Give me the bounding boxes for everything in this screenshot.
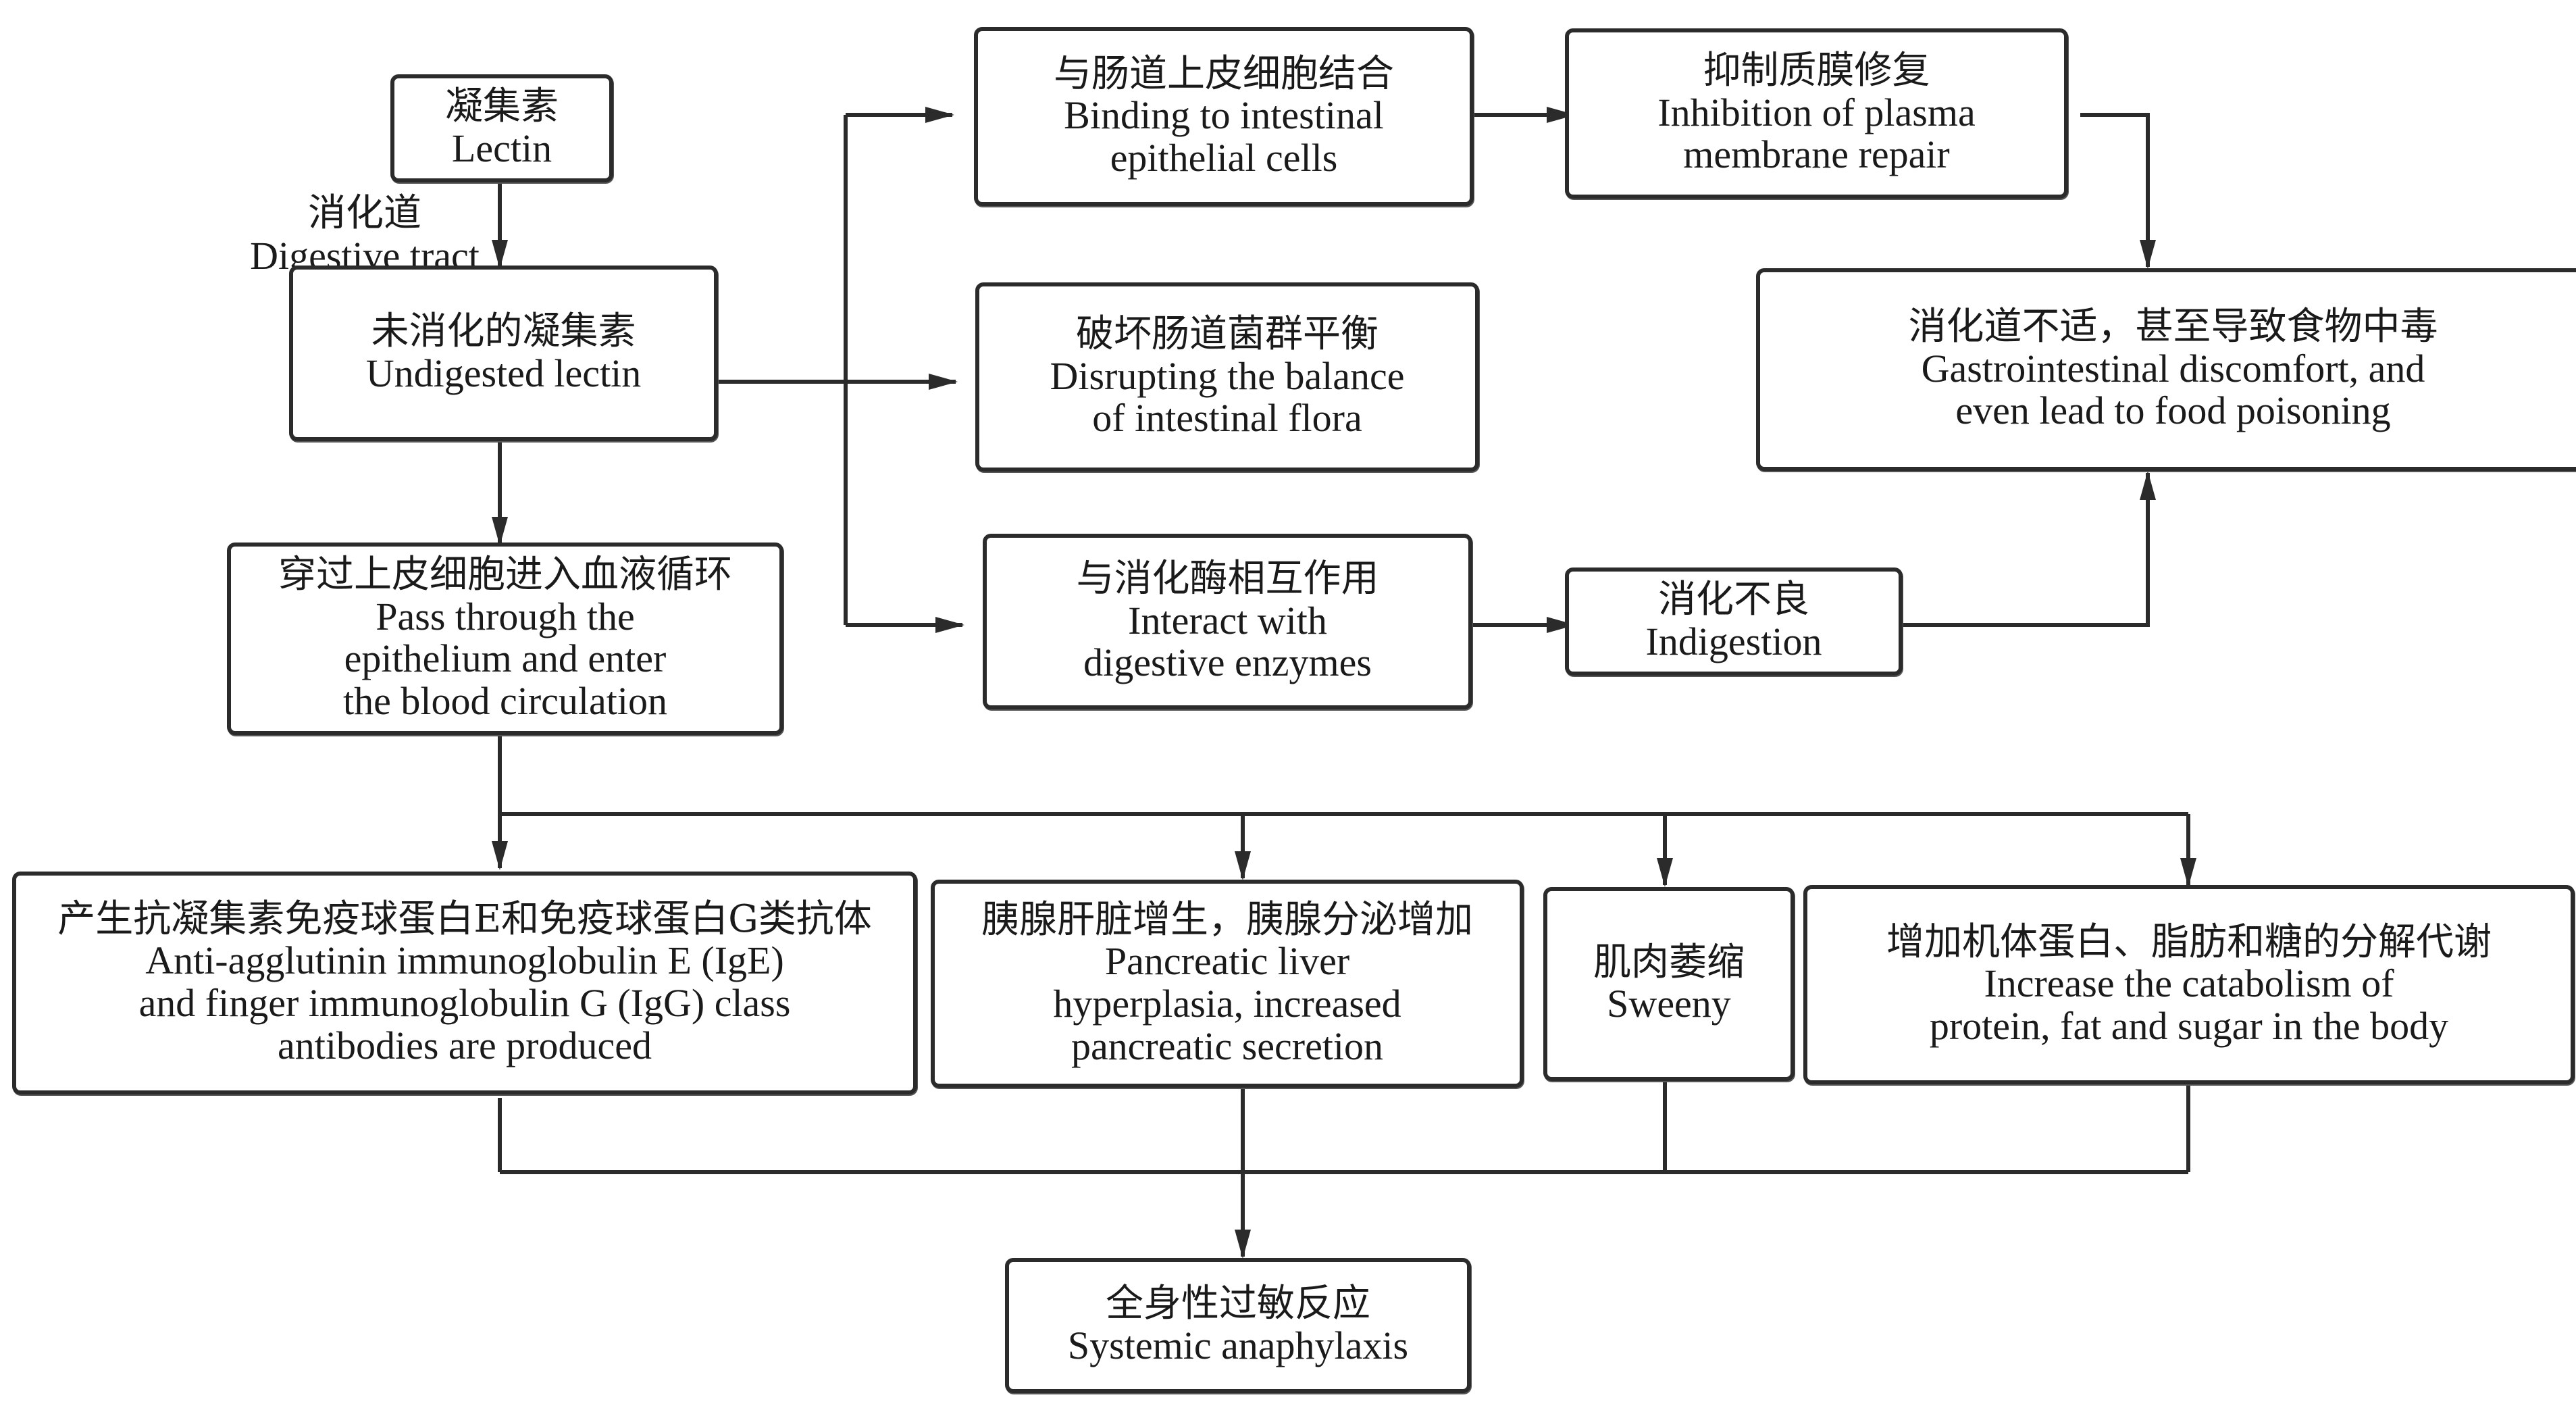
node-indigestion-en: Indigestion xyxy=(1645,619,1822,663)
node-flora: 破坏肠道菌群平衡 Disrupting the balance of intes… xyxy=(975,282,1479,472)
node-anaphylaxis-zh: 全身性过敏反应 xyxy=(1106,1282,1370,1326)
node-bloodstream-zh: 穿过上皮细胞进入血液循环 xyxy=(278,553,732,597)
node-binding: 与肠道上皮细胞结合 Binding to intestinal epitheli… xyxy=(974,27,1474,206)
node-enzymes-en: Interact with digestive enzymes xyxy=(1083,598,1372,685)
node-lectin: 凝集素 Lectin xyxy=(390,74,613,182)
edge-label-digestive-tract: 消化道 Digestive tract xyxy=(230,193,500,277)
node-anaphylaxis-en: Systemic anaphylaxis xyxy=(1067,1323,1409,1367)
node-undigested-zh: 未消化的凝集素 xyxy=(371,309,636,354)
node-pancreas-en: Pancreatic liver hyperplasia, increased … xyxy=(1053,939,1401,1068)
arrowheads xyxy=(492,107,2196,1259)
node-indigestion-zh: 消化不良 xyxy=(1658,578,1809,622)
node-membrane-en: Inhibition of plasma membrane repair xyxy=(1657,90,1976,177)
node-antibodies: 产生抗凝集素免疫球蛋白E和免疫球蛋白G类抗体 Anti-agglutinin i… xyxy=(12,872,917,1094)
arrowhead-membrane xyxy=(1547,107,1576,123)
arrowhead-bloodstream xyxy=(492,517,508,546)
arrowhead-sweeny xyxy=(1657,858,1673,887)
node-flora-en: Disrupting the balance of intestinal flo… xyxy=(1050,353,1405,440)
node-catabolism-en: Increase the catabolism of protein, fat … xyxy=(1929,961,2449,1048)
node-sweeny: 肌肉萎缩 Sweeny xyxy=(1543,887,1795,1081)
edge-label-zh: 消化道 xyxy=(308,191,421,235)
node-undigested-lectin: 未消化的凝集素 Undigested lectin xyxy=(289,266,718,441)
node-gi-discomfort: 消化道不适，甚至导致食物中毒 Gastrointestinal discomfo… xyxy=(1756,268,2576,471)
node-undigested-en: Undigested lectin xyxy=(365,351,642,395)
node-catabolism-zh: 增加机体蛋白、脂肪和糖的分解代谢 xyxy=(1886,919,2492,964)
arrowhead-pancreas xyxy=(1235,851,1251,880)
node-lectin-en: Lectin xyxy=(451,126,552,170)
arrowhead-indigestion xyxy=(1547,617,1576,633)
arrowhead-catabolism xyxy=(2180,858,2196,887)
arrowhead-flora xyxy=(929,374,958,390)
node-catabolism: 增加机体蛋白、脂肪和糖的分解代谢 Increase the catabolism… xyxy=(1803,885,2575,1084)
arrowhead-anaphylaxis xyxy=(1235,1230,1251,1259)
node-antibodies-en: Anti-agglutinin immunoglobulin E (IgE) a… xyxy=(138,938,791,1067)
node-pancreas: 胰腺肝脏增生，胰腺分泌增加 Pancreatic liver hyperplas… xyxy=(931,880,1524,1088)
node-enzymes-zh: 与消化酶相互作用 xyxy=(1076,557,1379,601)
arrowhead-gi-top xyxy=(2140,240,2156,269)
node-binding-zh: 与肠道上皮细胞结合 xyxy=(1054,51,1394,96)
node-binding-en: Binding to intestinal epithelial cells xyxy=(1064,93,1384,180)
node-enzymes: 与消化酶相互作用 Interact with digestive enzymes xyxy=(983,534,1472,709)
node-anaphylaxis: 全身性过敏反应 Systemic anaphylaxis xyxy=(1005,1258,1471,1393)
node-sweeny-zh: 肌肉萎缩 xyxy=(1593,940,1745,984)
arrowhead-binding xyxy=(925,107,954,123)
edge-membrane-gi xyxy=(2080,113,2150,267)
node-pancreas-zh: 胰腺肝脏增生，胰腺分泌增加 xyxy=(981,897,1473,942)
arrowhead-gi-bottom xyxy=(2140,471,2156,500)
arrowhead-antibodies xyxy=(492,841,508,870)
node-membrane-repair: 抑制质膜修复 Inhibition of plasma membrane rep… xyxy=(1565,28,2068,199)
edge-indigestion-gi xyxy=(1898,473,2150,627)
node-flora-zh: 破坏肠道菌群平衡 xyxy=(1076,312,1379,357)
node-membrane-zh: 抑制质膜修复 xyxy=(1703,49,1930,93)
node-antibodies-zh: 产生抗凝集素免疫球蛋白E和免疫球蛋白G类抗体 xyxy=(57,897,872,941)
node-gi-zh: 消化道不适，甚至导致食物中毒 xyxy=(1908,305,2438,349)
node-bloodstream: 穿过上皮细胞进入血液循环 Pass through the epithelium… xyxy=(227,543,783,735)
arrowhead-enzymes xyxy=(935,617,964,633)
node-lectin-zh: 凝集素 xyxy=(445,84,559,129)
arrowhead-undigested xyxy=(492,240,508,269)
node-bloodstream-en: Pass through the epithelium and enter th… xyxy=(343,594,667,724)
node-gi-en: Gastrointestinal discomfort, and even le… xyxy=(1921,346,2425,433)
node-indigestion: 消化不良 Indigestion xyxy=(1565,568,1903,676)
node-sweeny-en: Sweeny xyxy=(1607,982,1731,1026)
